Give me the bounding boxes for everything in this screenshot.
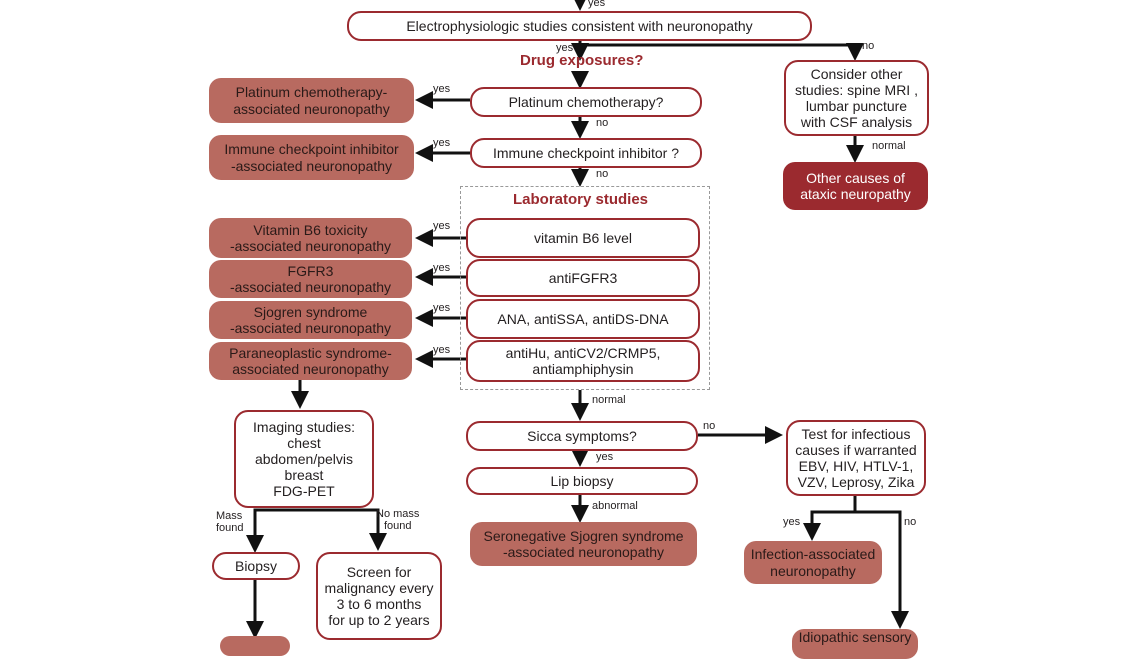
laboratory-studies-header: Laboratory studies [513, 191, 649, 208]
node-imaging-studies: Imaging studies: chest abdomen/pelvis br… [234, 410, 374, 508]
node-biopsy: Biopsy [212, 552, 300, 580]
node-antifgfr3: antiFGFR3 [466, 259, 700, 297]
node-ici-result: Immune checkpoint inhibitor -associated … [209, 135, 414, 180]
node-electrophysiologic: Electrophysiologic studies consistent wi… [347, 11, 812, 41]
node-paraneoplastic-result: Paraneoplastic syndrome- associated neur… [209, 342, 412, 380]
label-yes: yes [433, 137, 451, 149]
node-ana: ANA, antiSSA, antiDS-DNA [466, 299, 700, 339]
node-idiopathic: Idiopathic sensory [792, 629, 918, 659]
label-no: no [596, 168, 609, 180]
label-no: no [904, 516, 917, 528]
label-yes: yes [433, 262, 451, 274]
label-no: no [862, 40, 875, 52]
label-abnormal: abnormal [592, 500, 638, 512]
node-platinum-question: Platinum chemotherapy? [470, 87, 702, 117]
label-no-mass-found: No mass found [376, 508, 420, 533]
label-normal: normal [872, 140, 906, 152]
node-fgfr3-result: FGFR3 -associated neuronopathy [209, 260, 412, 298]
drug-exposures-header: Drug exposures? [520, 52, 644, 69]
node-biopsy-result [220, 636, 290, 656]
node-antihu: antiHu, antiCV2/CRMP5, antiamphiphysin [466, 340, 700, 382]
label-yes: yes [783, 516, 801, 528]
node-seronegative-result: Seronegative Sjogren syndrome -associate… [470, 522, 697, 566]
node-sjogren-result: Sjogren syndrome -associated neuronopath… [209, 301, 412, 339]
node-infection-result: Infection-associated neuronopathy [744, 541, 882, 584]
node-consider-other-studies: Consider other studies: spine MRI , lumb… [784, 60, 929, 136]
node-b6-level: vitamin B6 level [466, 218, 700, 258]
node-lip-biopsy: Lip biopsy [466, 467, 698, 495]
node-platinum-result: Platinum chemotherapy- associated neuron… [209, 78, 414, 123]
label-normal: normal [592, 394, 626, 406]
connector-lines [246, 0, 909, 639]
laboratory-studies-group [460, 186, 710, 390]
label-yes: yes [433, 344, 451, 356]
label-no: no [596, 117, 609, 129]
node-ici-question: Immune checkpoint inhibitor ? [470, 138, 702, 168]
node-sicca: Sicca symptoms? [466, 421, 698, 451]
label-yes: yes [433, 83, 451, 95]
node-b6-result: Vitamin B6 toxicity -associated neuronop… [209, 218, 412, 258]
node-screen-malignancy: Screen for malignancy every 3 to 6 month… [316, 552, 442, 640]
label-no: no [703, 420, 716, 432]
node-other-causes: Other causes of ataxic neuropathy [783, 162, 928, 210]
label-yes: yes [588, 0, 606, 9]
label-yes: yes [556, 42, 574, 54]
node-infectious-test: Test for infectious causes if warranted … [786, 420, 926, 496]
label-yes: yes [433, 220, 451, 232]
label-mass-found: Mass found [216, 510, 244, 535]
label-yes: yes [433, 302, 451, 314]
label-yes: yes [596, 451, 614, 463]
